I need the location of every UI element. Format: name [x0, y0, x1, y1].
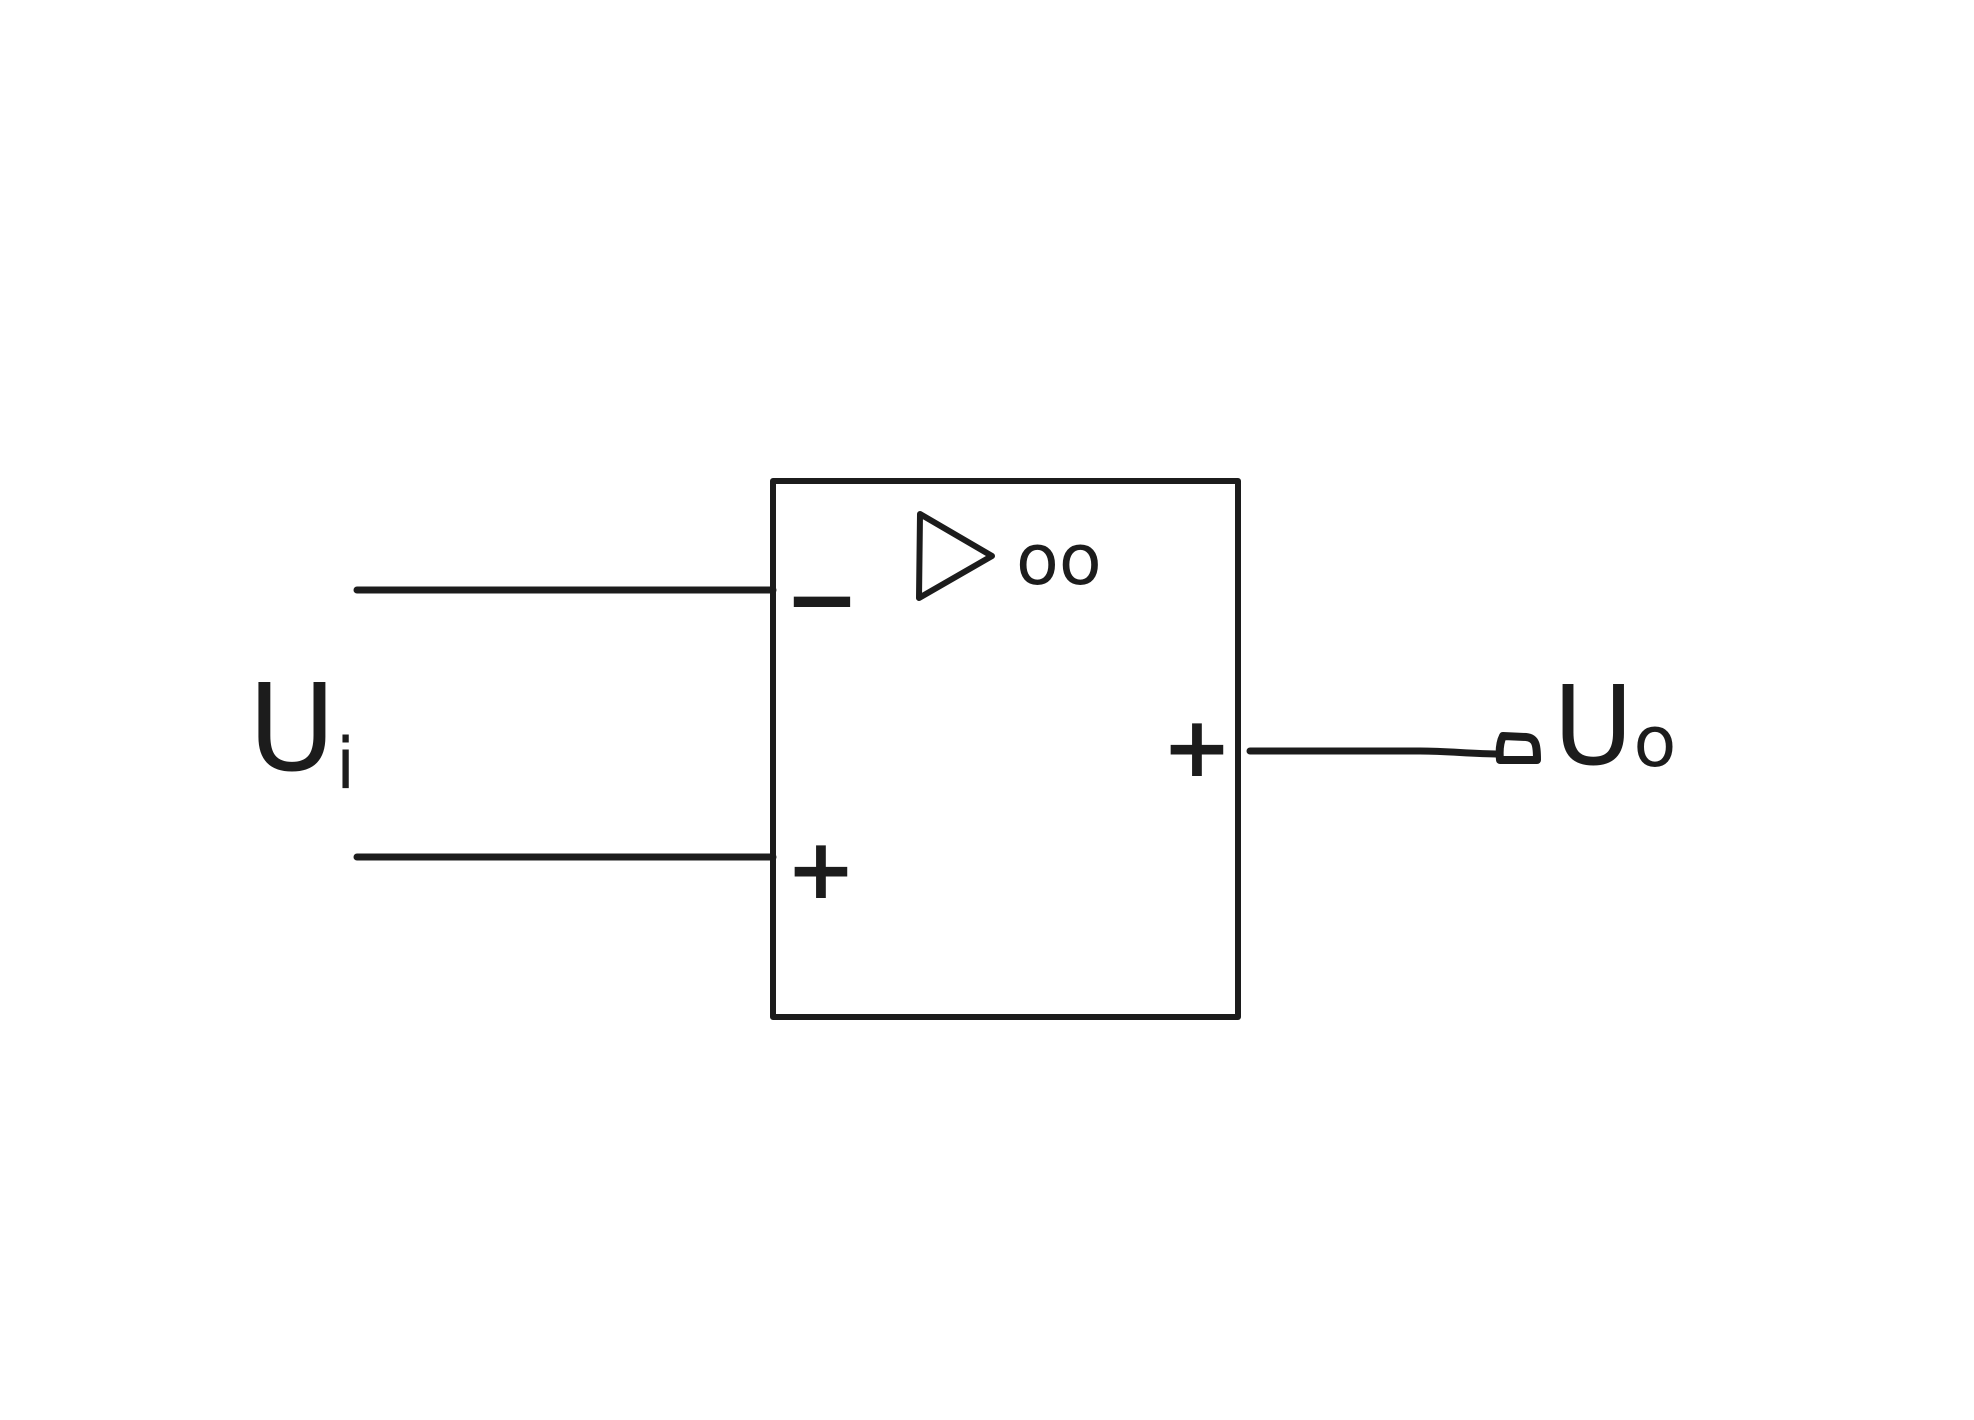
output-label: Uo [1553, 662, 1676, 790]
output-wire [1246, 747, 1504, 758]
output-label-subscript: o [1634, 701, 1677, 783]
op-amp-box [770, 478, 1241, 1020]
input-label-subscript: i [336, 723, 355, 805]
inverting-terminal-label: − [784, 547, 859, 652]
input-label-main: U [248, 660, 336, 799]
triangle-amplifier-icon [916, 511, 995, 601]
non-inverting-terminal-label: + [786, 820, 856, 918]
output-label-main: U [1553, 662, 1634, 790]
gain-symbol: oo [1016, 519, 1102, 601]
input-label: Ui [248, 660, 355, 805]
output-terminal-label: + [1162, 698, 1232, 796]
open-circle-node-icon [1495, 732, 1541, 764]
